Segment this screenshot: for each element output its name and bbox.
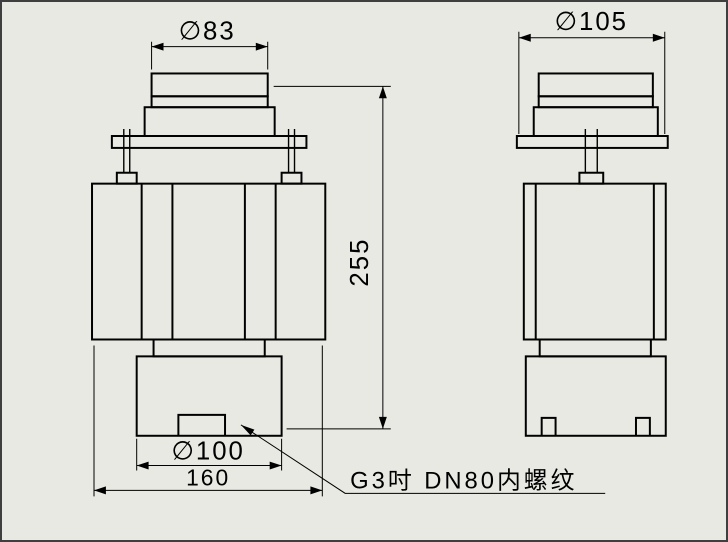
dim-dia83-label: ∅83 [179,18,236,46]
dim-dia105-arrow-right [652,33,665,42]
dim-width160-arrow-right [310,486,323,495]
side-body-silhouette-edges [534,183,655,340]
side-bottom-notches [540,416,651,436]
dim-dia105: ∅105 [518,8,666,135]
thread-note-leader-line [240,424,606,494]
dim-dia105-label: ∅105 [555,8,628,36]
dim-dia105-arrow-left [518,33,531,42]
dim-height255-extension-lines [273,85,391,430]
dim-width160: 160 [93,345,323,497]
dim-width160-arrow-left [94,486,106,495]
side-bolt [584,129,598,173]
dim-dia100-arrow-right [269,461,282,470]
dim-height255-label: 255 [346,238,374,287]
dim-height255-arrow-top [378,86,387,99]
side-flange-plate [515,135,669,149]
dim-dia100-arrow-left [136,461,149,470]
dim-height255: 255 [273,85,391,430]
front-bolt-right [287,129,296,173]
dim-width160-label: 160 [186,464,230,490]
thread-note: G3吋 DN80内螺纹 [240,424,606,494]
dim-dia83-arrow-right [255,42,268,51]
front-bolt-left [123,129,131,173]
side-view [515,72,669,437]
front-flange-plate [110,135,308,149]
side-bottom-block [524,355,667,437]
dim-width160-extension-lines [93,345,323,497]
dim-dia105-extension-lines [518,31,666,135]
front-view [91,72,327,437]
front-body-hex-edges [140,183,277,340]
dim-dia100: ∅100 [136,438,283,471]
thread-note-leader-arrow [240,424,255,436]
dim-dia100-label: ∅100 [171,438,244,466]
front-bottom-block [135,355,283,437]
dim-dia83-arrow-left [151,42,164,51]
front-thread-notch [177,413,227,436]
dim-height255-arrow-bottom [378,416,387,429]
dim-dia83: ∅83 [151,18,269,70]
thread-note-label: G3吋 DN80内螺纹 [350,467,577,494]
